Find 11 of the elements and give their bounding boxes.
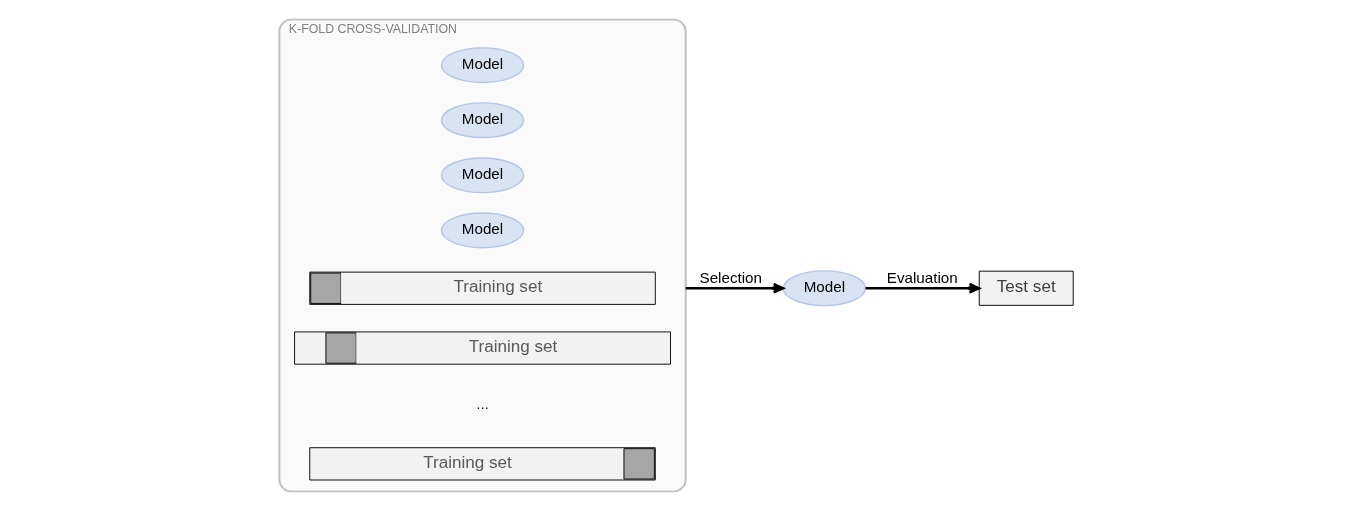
arrow: [685, 282, 785, 294]
node-box: Test set: [978, 270, 1074, 306]
node-ellipse: Model: [782, 270, 867, 307]
edge-label: Selection: [699, 269, 762, 287]
node-ellipse: Model: [440, 47, 525, 84]
node-ellipse: Model: [440, 212, 525, 249]
label: …: [475, 397, 490, 413]
arrow: [865, 282, 981, 294]
node-ellipse: Model: [440, 157, 525, 194]
node-ellipse: Model: [440, 102, 525, 139]
edge-label: Evaluation: [886, 269, 958, 287]
